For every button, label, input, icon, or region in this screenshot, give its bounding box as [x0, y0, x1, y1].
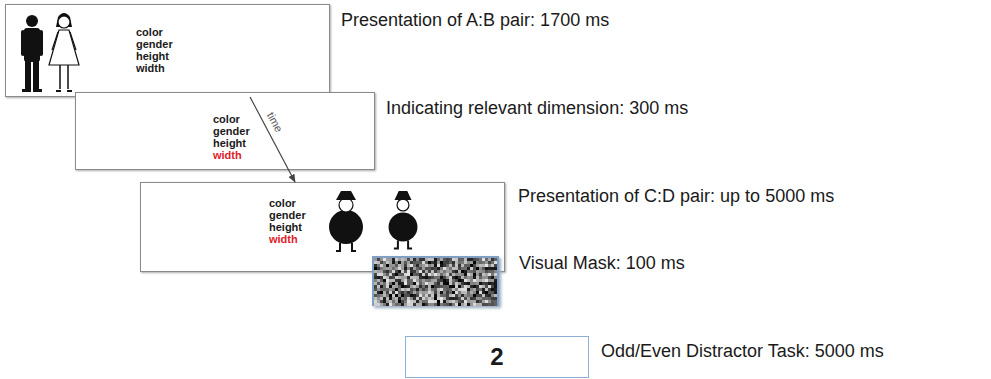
dimension-word: color — [269, 197, 296, 209]
dimension-word: height — [269, 221, 302, 233]
digit-stimulus: 2 — [490, 343, 503, 371]
dimension-word: width — [136, 62, 165, 74]
time-arrow — [250, 97, 295, 182]
dimension-word: color — [213, 113, 240, 125]
dimension-word: gender — [269, 209, 306, 221]
step-caption: Presentation of A:B pair: 1700 ms — [341, 9, 609, 31]
dimension-word: height — [213, 137, 246, 149]
dimension-word: width — [269, 233, 298, 245]
step-caption: Indicating relevant dimension: 300 ms — [386, 97, 688, 119]
mask-screen: Visual Mask: 100 ms — [372, 256, 499, 306]
dimension-word: gender — [213, 125, 250, 137]
noise-texture — [374, 258, 497, 306]
illustration — [374, 258, 497, 304]
step-caption: Odd/Even Distractor Task: 5000 ms — [601, 340, 884, 362]
display-screen: colorgenderheightwidthPresentation of A:… — [5, 4, 330, 97]
dimension-word: color — [136, 26, 163, 38]
step-caption: Visual Mask: 100 ms — [519, 252, 685, 274]
distractor-screen: 2Odd/Even Distractor Task: 5000 ms — [405, 336, 589, 378]
display-screen: colorgenderheightwidthIndicating relevan… — [75, 92, 375, 170]
dimension-word: height — [136, 50, 169, 62]
step-caption: Presentation of C:D pair: up to 5000 ms — [518, 185, 834, 207]
dimension-word: gender — [136, 38, 173, 50]
figure-pair — [21, 13, 79, 92]
dimension-word: width — [213, 149, 242, 161]
figure-pair — [329, 191, 417, 251]
